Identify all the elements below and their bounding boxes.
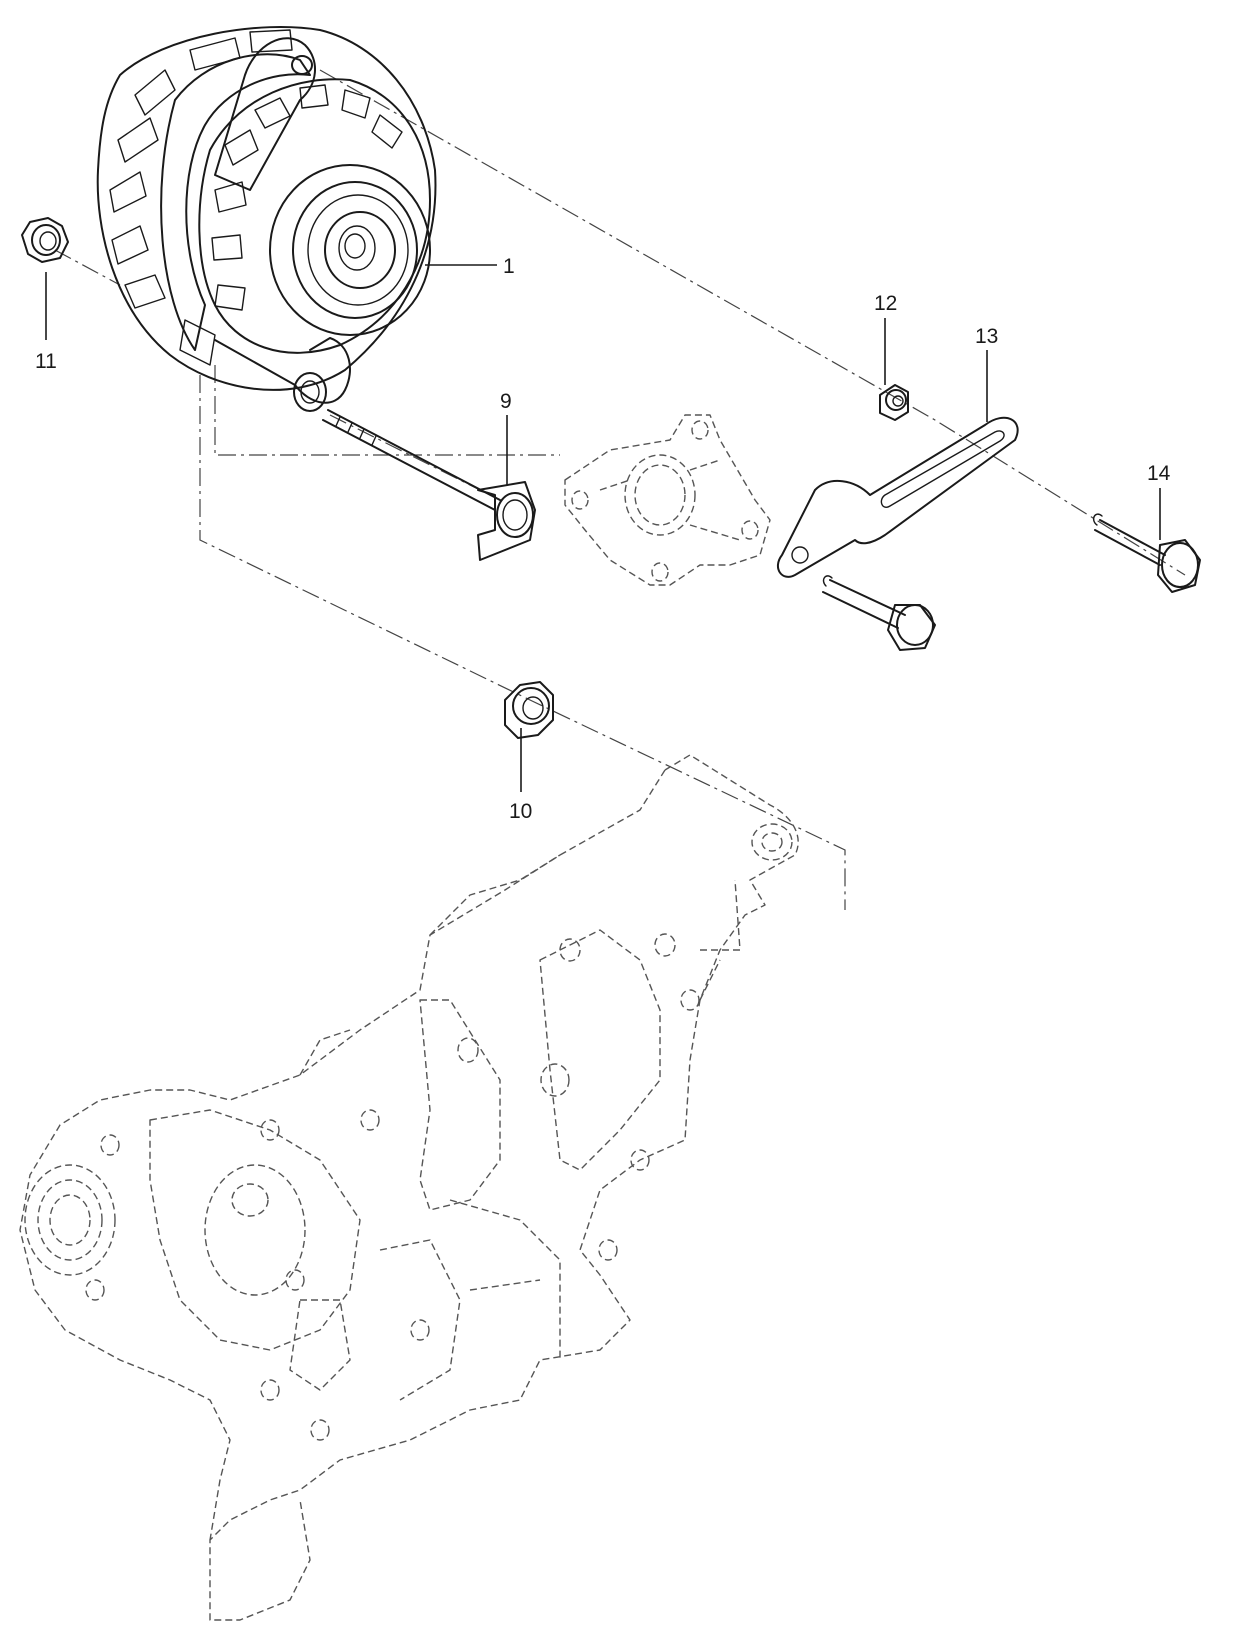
- callout-part-1: 1: [503, 255, 515, 278]
- callout-leaders: [45, 264, 1161, 792]
- bushing: [879, 384, 909, 421]
- callout-part-9: 9: [500, 390, 512, 413]
- callout-part-13: 13: [975, 325, 998, 348]
- adjusting-bracket: [776, 416, 1019, 578]
- alternator: [96, 26, 437, 412]
- callout-part-10: 10: [509, 800, 532, 823]
- callout-part-14: 14: [1147, 462, 1171, 485]
- through-bolt: [322, 409, 536, 561]
- callout-part-11: 11: [35, 350, 57, 373]
- flange-bolt: [1092, 513, 1201, 593]
- engine-housing-phantom: [19, 754, 799, 1621]
- bracket-bolt: [822, 575, 936, 651]
- spacer-sleeve: [504, 681, 554, 739]
- flange-nut: [21, 217, 69, 263]
- callout-part-12: 12: [874, 292, 897, 315]
- mounting-flange-phantom: [564, 414, 771, 586]
- alignment-centerlines: [54, 69, 1186, 910]
